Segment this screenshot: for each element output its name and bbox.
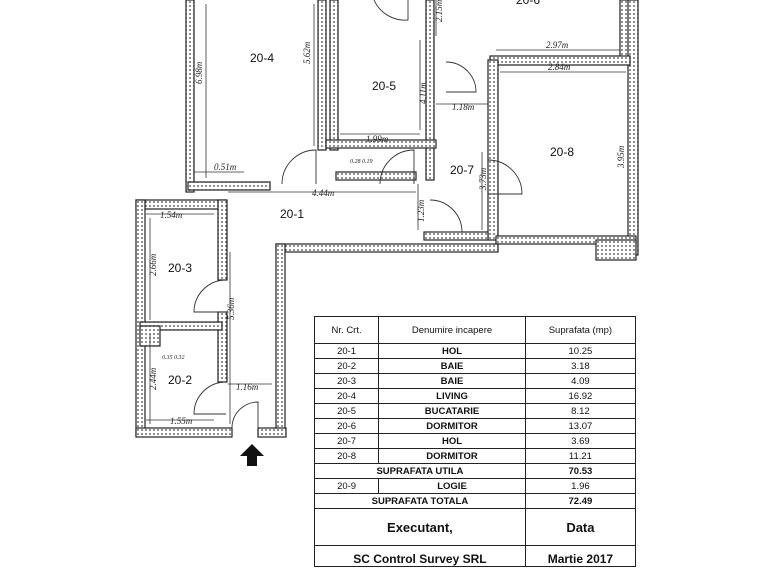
cell-area: 1.96 xyxy=(524,478,637,494)
company-name: SC Control Survey SRL xyxy=(314,545,526,567)
cell-name: BUCATARIE xyxy=(378,403,526,419)
useful-area-label: SUPRAFATA UTILA xyxy=(314,463,526,479)
logia-row: 20-9 LOGIE 1.96 xyxy=(313,478,637,494)
area-table: Nr. Crt. Denumire incapere Suprafata (mp… xyxy=(313,316,637,567)
cell-area: 16.92 xyxy=(524,388,637,404)
dim-0-35: 0.35 0.32 xyxy=(162,355,185,361)
cell-name: HOL xyxy=(378,343,526,359)
cell-nr: 20-6 xyxy=(313,418,380,434)
room-label-20-4: 20-4 xyxy=(250,51,274,65)
dim-1-23: 1.23m xyxy=(416,199,426,222)
room-label-20-2: 20-2 xyxy=(168,373,192,387)
cell-area: 13.07 xyxy=(524,418,637,434)
total-area-label: SUPRAFATA TOTALA xyxy=(314,493,526,509)
cell-nr: 20-8 xyxy=(313,448,380,464)
cell-nr: 20-9 xyxy=(313,478,380,494)
dimension-lines xyxy=(146,0,626,424)
dim-2-66: 2.66m xyxy=(148,253,158,276)
total-area-row: SUPRAFATA TOTALA 72.49 xyxy=(314,493,637,509)
cell-nr: 20-2 xyxy=(313,358,380,374)
cell-area: 4.09 xyxy=(524,373,637,389)
cell-nr: 20-3 xyxy=(313,373,380,389)
table-row: 20-7 HOL 3.69 xyxy=(313,433,637,449)
header-name: Denumire incapere xyxy=(378,316,526,344)
dim-1-54: 1.54m xyxy=(160,210,183,220)
table-row: 20-8 DORMITOR 11.21 xyxy=(313,448,637,464)
dim-4-11: 4.11m xyxy=(418,82,428,104)
dim-0-51: 0.51m xyxy=(214,162,237,172)
cell-name: BAIE xyxy=(378,358,526,374)
room-label-20-7: 20-7 xyxy=(450,163,474,177)
table-row: 20-5 BUCATARIE 8.12 xyxy=(313,403,637,419)
total-area-value: 72.49 xyxy=(524,493,637,509)
company-row: SC Control Survey SRL Martie 2017 xyxy=(314,545,637,567)
dim-5-36: 5.36m xyxy=(226,297,236,320)
cell-nr: 20-5 xyxy=(313,403,380,419)
useful-area-value: 70.53 xyxy=(524,463,637,479)
table-row: 20-3 BAIE 4.09 xyxy=(313,373,637,389)
executant-label: Executant, xyxy=(314,508,526,546)
cell-area: 3.18 xyxy=(524,358,637,374)
dim-1-99: 1.99m xyxy=(366,134,389,144)
useful-area-row: SUPRAFATA UTILA 70.53 xyxy=(314,463,637,479)
cell-name: BAIE xyxy=(378,373,526,389)
dim-1-16: 1.16m xyxy=(236,382,259,392)
signature-row: Executant, Data xyxy=(314,508,637,546)
room-label-20-6: 20-6 xyxy=(516,0,540,7)
cell-nr: 20-1 xyxy=(313,343,380,359)
dim-2-97: 2.97m xyxy=(546,40,569,50)
table-row: 20-6 DORMITOR 13.07 xyxy=(313,418,637,434)
cell-nr: 20-7 xyxy=(313,433,380,449)
room-label-20-1: 20-1 xyxy=(280,207,304,221)
cell-name: HOL xyxy=(378,433,526,449)
table-row: 20-2 BAIE 3.18 xyxy=(313,358,637,374)
date-label: Data xyxy=(524,508,637,546)
entrance-arrow-icon xyxy=(240,444,264,466)
dim-1-18: 1.18m xyxy=(452,102,475,112)
cell-area: 10.25 xyxy=(524,343,637,359)
table-row: 20-1 HOL 10.25 xyxy=(313,343,637,359)
cell-name: LIVING xyxy=(378,388,526,404)
cell-area: 11.21 xyxy=(524,448,637,464)
dim-2-15: 2.15m xyxy=(434,0,444,22)
dim-2-44: 2.44m xyxy=(148,367,158,390)
table-header-row: Nr. Crt. Denumire incapere Suprafata (mp… xyxy=(313,316,637,344)
header-nr: Nr. Crt. xyxy=(313,316,380,344)
dim-6-98: 6.98m xyxy=(194,61,204,84)
dim-2-84: 2.84m xyxy=(548,62,571,72)
table-row: 20-4 LIVING 16.92 xyxy=(313,388,637,404)
cell-name: LOGIE xyxy=(378,478,526,494)
room-label-20-3: 20-3 xyxy=(168,261,192,275)
date-value: Martie 2017 xyxy=(524,545,637,567)
header-area: Suprafata (mp) xyxy=(524,316,637,344)
doors xyxy=(193,0,523,429)
dim-3-73: 3.73m xyxy=(478,167,488,191)
dim-1-55: 1.55m xyxy=(170,416,193,426)
dim-0-28: 0.28 0.19 xyxy=(350,159,373,165)
cell-nr: 20-4 xyxy=(313,388,380,404)
room-label-20-8: 20-8 xyxy=(550,145,574,159)
dim-5-62: 5.62m xyxy=(302,41,312,64)
cell-area: 3.69 xyxy=(524,433,637,449)
dim-3-95: 3.95m xyxy=(616,145,626,169)
cell-name: DORMITOR xyxy=(378,418,526,434)
dim-4-44: 4.44m xyxy=(312,188,335,198)
cell-area: 8.12 xyxy=(524,403,637,419)
room-label-20-5: 20-5 xyxy=(372,79,396,93)
cell-name: DORMITOR xyxy=(378,448,526,464)
